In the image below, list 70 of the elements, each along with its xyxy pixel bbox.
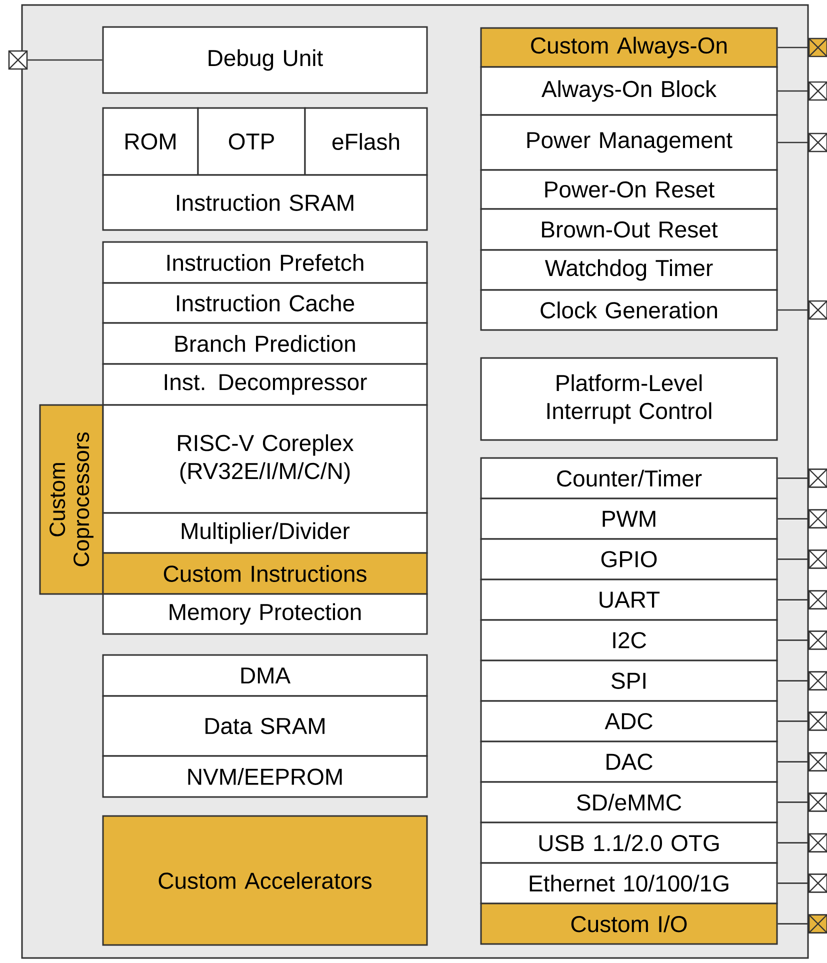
module-box: Always-On Block: [480, 66, 778, 116]
module-box: Counter/Timer: [480, 457, 778, 500]
module-box: Ethernet 10/100/1G: [480, 862, 778, 904]
connection-line: [778, 478, 808, 479]
connection-line: [778, 142, 808, 144]
module-box: ROM: [102, 107, 199, 176]
pin-terminal: [808, 914, 827, 934]
connection-line: [778, 923, 808, 924]
module-box: Platform-Level Interrupt Control: [480, 357, 778, 441]
module-box: Custom Accelerators: [102, 815, 428, 946]
module-box: Debug Unit: [102, 26, 428, 94]
pin-terminal: [808, 509, 827, 528]
module-box: Custom Always-On: [480, 27, 778, 68]
module-box: Power Management: [480, 114, 778, 171]
module-box: Clock Generation: [480, 289, 778, 331]
pin-terminal: [808, 712, 827, 731]
connection-line: [778, 558, 808, 560]
pin-terminal: [808, 792, 827, 812]
module-box: Inst. Decompressor: [102, 363, 428, 406]
module-box: ADC: [480, 700, 778, 742]
connection-line: [778, 640, 808, 641]
pin-terminal: [808, 550, 827, 569]
connection-line: [778, 518, 808, 520]
pin-terminal: [8, 50, 28, 70]
pin-terminal: [808, 833, 827, 852]
connection-line: [778, 309, 808, 311]
pin-terminal: [808, 132, 827, 152]
module-box: DAC: [480, 740, 778, 783]
pin-terminal: [808, 671, 827, 690]
module-box: Data SRAM: [102, 695, 428, 757]
connection-line: [778, 90, 808, 92]
pin-terminal: [808, 752, 827, 772]
module-box: Custom Instructions: [102, 552, 428, 595]
pin-terminal: [808, 81, 827, 101]
connection-line: [778, 720, 808, 722]
pin-terminal: [808, 630, 827, 650]
module-box: Power-On Reset: [480, 169, 778, 210]
module-box: OTP: [197, 107, 306, 176]
module-box: Instruction Prefetch: [102, 241, 428, 284]
module-box: eFlash: [304, 107, 428, 176]
pin-terminal: [808, 874, 827, 893]
module-box: Instruction Cache: [102, 282, 428, 324]
module-box: Branch Prediction: [102, 322, 428, 365]
coprocessor-band: Custom Coprocessors: [39, 404, 104, 595]
module-box: NVM/EEPROM: [102, 755, 428, 798]
module-box: SD/eMMC: [480, 781, 778, 824]
connection-line: [778, 842, 808, 844]
module-box: PWM: [480, 498, 778, 540]
module-box: GPIO: [480, 538, 778, 580]
pin-terminal: [808, 38, 827, 58]
connection-line: [778, 599, 808, 600]
pin-terminal: [808, 590, 827, 610]
connection-line: [778, 882, 808, 884]
module-box: Multiplier/Divider: [102, 512, 428, 554]
pin-terminal: [808, 468, 827, 488]
connection-line: [28, 59, 102, 61]
module-box: Memory Protection: [102, 593, 428, 635]
module-box: DMA: [102, 654, 428, 697]
connection-line: [778, 761, 808, 762]
module-box: Brown-Out Reset: [480, 208, 778, 251]
connection-line: [778, 802, 808, 803]
module-box: UART: [480, 578, 778, 621]
module-box: Watchdog Timer: [480, 249, 778, 291]
module-box: USB 1.1/2.0 OTG: [480, 822, 778, 864]
module-box: I2C: [480, 619, 778, 662]
module-box: SPI: [480, 660, 778, 702]
module-box: Custom I/O: [480, 902, 778, 945]
pin-terminal: [808, 300, 827, 320]
connection-line: [778, 46, 808, 48]
connection-line: [778, 680, 808, 682]
